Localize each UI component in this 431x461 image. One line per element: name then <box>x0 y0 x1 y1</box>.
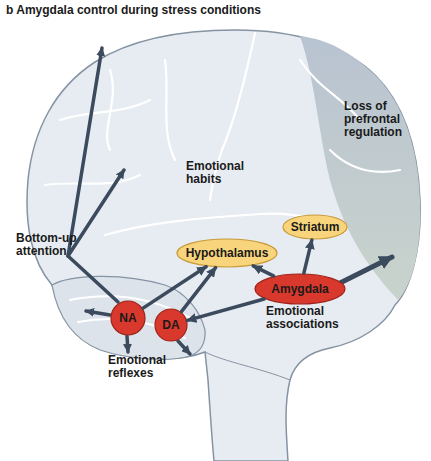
structure-label: Striatum <box>291 220 340 234</box>
brain-sulci <box>45 33 400 338</box>
structure-label: Hypothalamus <box>186 246 269 260</box>
structure-label: Amygdala <box>271 282 328 296</box>
cerebellum <box>52 276 205 359</box>
brain-outline <box>27 30 420 461</box>
node-text-group: Striatum <box>291 220 340 234</box>
prefrontal-cortex <box>300 36 420 300</box>
pathway-arrow <box>253 266 273 276</box>
ellipse-fill <box>155 309 187 341</box>
node-text-group: Amygdala <box>271 282 328 296</box>
structure-label: NA <box>119 311 136 325</box>
structure-ellipse: Hypothalamus <box>176 238 278 268</box>
ellipse-fill <box>283 215 347 239</box>
annotation-label: Emotional habits <box>186 160 256 186</box>
pons-line <box>205 352 290 380</box>
figure-title: b Amygdala control during stress conditi… <box>6 3 261 17</box>
node-text-group: NA <box>119 311 136 325</box>
nucleus-circle: DA <box>154 308 188 342</box>
pathway-arrow <box>187 299 264 320</box>
pathway-arrow <box>304 240 312 273</box>
pathway-arrow <box>181 268 215 312</box>
pathway-arrows <box>68 48 392 354</box>
ellipse-fill <box>111 301 145 335</box>
structure-ellipse: Amygdala <box>254 273 346 305</box>
node-text-group: DA <box>162 318 179 332</box>
ellipse-fill <box>177 239 277 267</box>
pathway-arrow <box>143 267 206 308</box>
annotation-label: Emotional associations <box>266 305 358 331</box>
structure-ellipse: Striatum <box>282 214 348 240</box>
nucleus-circle: NA <box>110 300 146 336</box>
annotation-label: Emotional reflexes <box>108 354 180 380</box>
node-text-group: Hypothalamus <box>186 246 269 260</box>
ellipse-fill <box>255 274 345 304</box>
structure-label: DA <box>162 318 179 332</box>
annotation-label: Bottom-up attention <box>16 232 78 258</box>
annotation-label: Loss of prefrontal regulation <box>344 100 416 139</box>
